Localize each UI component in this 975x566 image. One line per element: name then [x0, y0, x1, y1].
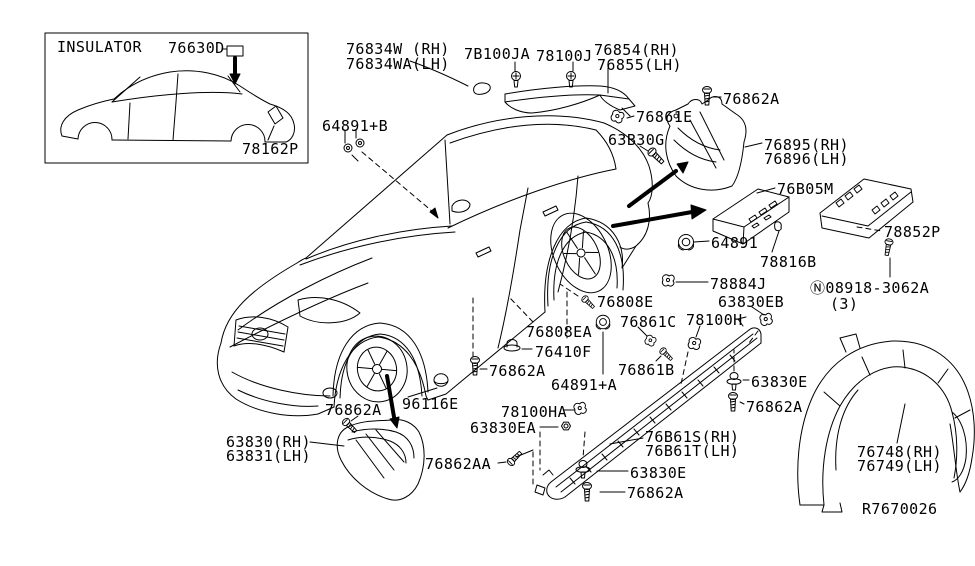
part-label-76862a-mid: 76862A: [489, 362, 546, 380]
part-label-64891: 64891: [711, 234, 759, 252]
part-label-76862a-right: 76862A: [746, 398, 803, 416]
insulator-inset-box: [44, 32, 309, 164]
main-car-drawing: [216, 115, 653, 417]
part-label-63830eb: 63830EB: [718, 293, 785, 311]
part-label-76861e: 76861E: [636, 108, 693, 126]
headlight: [297, 297, 361, 324]
sill-moulding-part: [534, 316, 762, 500]
part-label-76748-rh: 76748(RH): [857, 443, 942, 461]
finisher-pad-part: [473, 82, 491, 95]
part-label-76896-lh: 76896(LH): [764, 150, 849, 168]
part-label-76862a-front: 76862A: [325, 401, 382, 419]
part-label-76b61s-rh: 76B61S(RH): [645, 428, 740, 446]
part-label-76b05m: 76B05M: [777, 180, 834, 198]
part-label-76854-rh: 76854(RH): [594, 41, 679, 59]
inset-title-insulator: INSULATOR: [57, 38, 142, 56]
part-label-76749-lh: 76749(LH): [857, 457, 942, 475]
dashed-leader-lines: [361, 151, 883, 489]
direction-arrows: [385, 161, 707, 429]
part-label-08918-3062a: Ⓝ08918-3062A: [810, 279, 930, 297]
part-label-63b30g: 63B30G: [608, 131, 665, 149]
part-label-76834wa-lh: 76834WA(LH): [346, 55, 450, 73]
front-wheel: [346, 335, 408, 403]
part-label-78100ha: 78100HA: [501, 403, 568, 421]
part-label-76834w-rh: 76834W (RH): [346, 40, 450, 58]
part-label-76630d: 76630D: [168, 39, 225, 57]
inset-car-silhouette: [60, 70, 295, 143]
part-label-7b100ja: 7B100JA: [464, 45, 531, 63]
part-label-76855-lh: 76855(LH): [597, 56, 682, 74]
tread-plate-part: [712, 188, 790, 245]
part-label-76895-rh: 76895(RH): [764, 136, 849, 154]
part-label-76861c: 76861C: [620, 313, 677, 331]
part-label-78100j: 78100J: [536, 47, 593, 65]
part-label-78162p: 78162P: [242, 140, 299, 158]
part-label-76410f: 76410F: [535, 343, 592, 361]
roof-pointer-arrowhead: [429, 207, 439, 219]
part-label-76b61t-lh: 76B61T(LH): [645, 442, 740, 460]
clip-64891b-icons: [343, 129, 365, 162]
leader-78162p: [267, 125, 275, 141]
part-label-08918-qty: (3): [830, 295, 859, 313]
part-label-78852p: 78852P: [884, 223, 941, 241]
diagram-ref-code: R7670026: [862, 500, 938, 518]
rear-mudguard-part: [665, 96, 747, 191]
part-label-63830e-bottom: 63830E: [630, 464, 687, 482]
part-label-64891-a: 64891+A: [551, 376, 618, 394]
part-label-76861b: 76861B: [618, 361, 675, 379]
wheelhouse-liner-part: [797, 333, 975, 513]
leader-lines: [309, 60, 906, 493]
air-spoiler-part: [504, 85, 636, 117]
part-label-78100h: 78100H: [686, 311, 743, 329]
part-label-63830ea: 63830EA: [470, 419, 537, 437]
part-label-63830e-right: 63830E: [751, 373, 808, 391]
part-label-63830-rh: 63830(RH): [226, 433, 311, 451]
part-label-76862aa: 76862AA: [425, 455, 492, 473]
part-label-78884j: 78884J: [710, 275, 767, 293]
grille: [233, 316, 289, 353]
part-label-63831-lh: 63831(LH): [226, 447, 311, 465]
scuff-plate-part: [819, 178, 914, 239]
side-mirror: [451, 199, 471, 213]
part-label-76862a-top: 76862A: [723, 90, 780, 108]
part-label-76808e: 76808E: [597, 293, 654, 311]
part-label-76862a-bottom: 76862A: [627, 484, 684, 502]
part-label-64891-b: 64891+B: [322, 117, 389, 135]
insulator-arrow: [229, 56, 241, 85]
trunk-patch-icon: [267, 105, 284, 125]
part-label-78816b: 78816B: [760, 253, 817, 271]
part-label-96116e: 96116E: [402, 395, 459, 413]
part-label-76808ea: 76808EA: [526, 323, 593, 341]
